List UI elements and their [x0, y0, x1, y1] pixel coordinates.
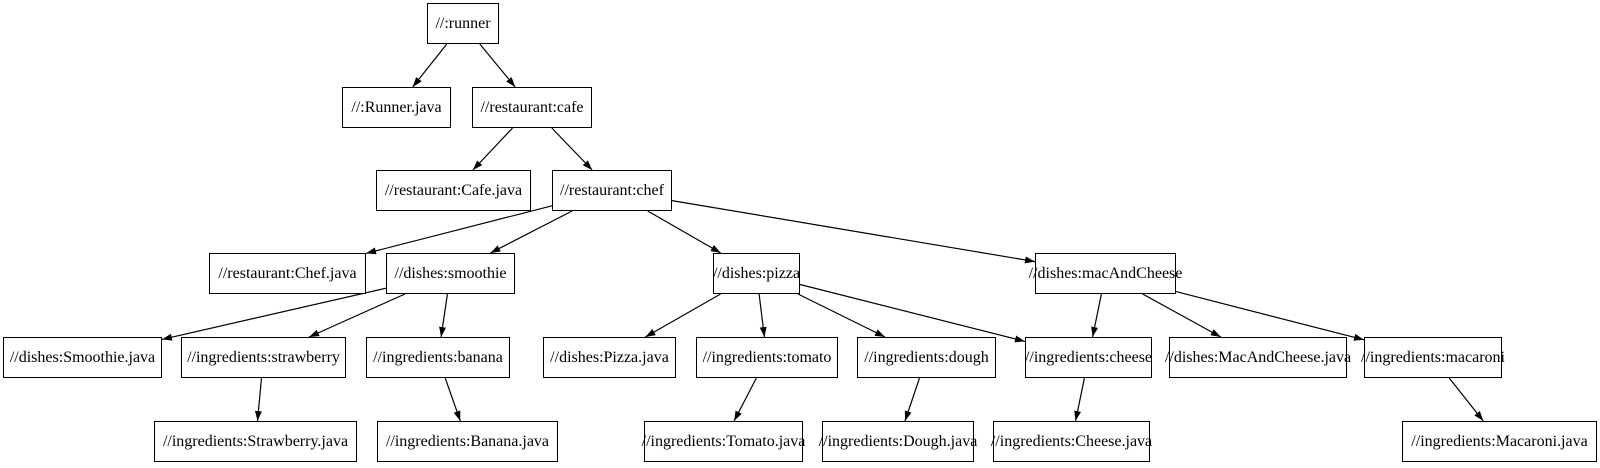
graph-edge-chef-to-chef_java [365, 205, 553, 255]
graph-edge-banana-to-banana_java [444, 377, 461, 422]
graph-node-cheese: //ingredients:cheese [1025, 337, 1152, 378]
graph-edge-strawberry-to-strawberry_java [254, 377, 263, 422]
graph-node-runner: //:runner [427, 3, 499, 44]
graph-node-cafe-java: //restaurant:Cafe.java [376, 170, 531, 211]
graph-node-chef: //restaurant:chef [552, 170, 672, 211]
graph-edge-runner-to-runner_java [412, 43, 448, 88]
graph-edge-pizza-to-pizza_java [645, 293, 721, 338]
graph-edge-runner-to-cafe [479, 43, 516, 88]
graph-edge-cafe-to-cafe_java [472, 127, 514, 171]
graph-edge-pizza-to-cheese [799, 283, 1026, 343]
graph-edge-mac_and_cheese-to-mac_and_cheese_java [1142, 293, 1222, 338]
graph-node-cheese-java: //ingredients:Cheese.java [991, 421, 1152, 462]
graph-edge-chef-to-smoothie [490, 210, 573, 254]
graph-edge-smoothie-to-strawberry [308, 293, 406, 338]
graph-edge-mac_and_cheese-to-cheese [1091, 293, 1102, 338]
graph-node-banana: //ingredients:banana [366, 337, 510, 378]
graph-edge-dough-to-dough_java [904, 377, 921, 422]
graph-edge-macaroni-to-macaroni_java [1448, 377, 1484, 422]
graph-edge-cafe-to-chef [551, 127, 593, 171]
graph-node-smoothie: //dishes:smoothie [386, 253, 515, 294]
graph-node-macaroni-java: //ingredients:Macaroni.java [1402, 421, 1597, 462]
graph-node-mac-and-cheese-java: //dishes:MacAndCheese.java [1165, 337, 1351, 378]
graph-node-pizza: //dishes:pizza [713, 253, 800, 294]
graph-node-pizza-java: //dishes:Pizza.java [543, 337, 676, 378]
graph-node-runner-java: //:Runner.java [342, 87, 451, 128]
graph-node-macaroni: //ingredients:macaroni [1361, 337, 1505, 378]
graph-edge-smoothie-to-banana [439, 293, 448, 338]
graph-node-tomato-java: //ingredients:Tomato.java [642, 421, 805, 462]
graph-node-cafe: //restaurant:cafe [472, 87, 592, 128]
graph-edge-pizza-to-dough [797, 293, 886, 338]
graph-node-chef-java: //restaurant:Chef.java [209, 253, 366, 294]
graph-edge-chef-to-pizza [647, 210, 722, 254]
graph-edge-mac_and_cheese-to-macaroni [1175, 291, 1365, 341]
graph-node-mac-and-cheese: //dishes:macAndCheese [1029, 253, 1182, 294]
graph-node-dough-java: //ingredients:Dough.java [819, 421, 977, 462]
graph-node-smoothie-java: //dishes:Smoothie.java [3, 337, 162, 378]
graph-node-tomato: //ingredients:tomato [696, 337, 838, 378]
graph-node-banana-java: //ingredients:Banana.java [377, 421, 558, 462]
graph-edge-smoothie-to-smoothie_java [161, 287, 387, 341]
graph-node-strawberry-java: //ingredients:Strawberry.java [154, 421, 357, 462]
graph-edge-pizza-to-tomato [758, 293, 767, 338]
graph-node-dough: //ingredients:dough [857, 337, 996, 378]
graph-edge-tomato-to-tomato_java [733, 377, 757, 422]
graph-node-strawberry: //ingredients:strawberry [181, 337, 346, 378]
graph-edge-cheese-to-cheese_java [1074, 377, 1085, 422]
